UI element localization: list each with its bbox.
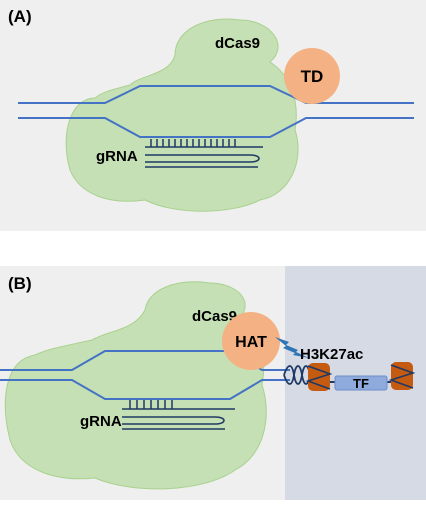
dna-bottom-strand (0, 379, 290, 400)
lightning-bolt-icon (275, 337, 309, 358)
nucleosome (305, 363, 333, 391)
dcas9-shape (65, 18, 299, 212)
hat-domain (222, 312, 280, 370)
dna-top-strand (18, 85, 414, 104)
dcas9-shape (4, 281, 267, 490)
panel-a: (A) dCas9 gRNA (0, 0, 426, 231)
dna-twist (283, 365, 311, 385)
h3k27ac-label: H3K27ac (300, 346, 363, 363)
dcas9-label: dCas9 (192, 308, 237, 325)
grna (145, 139, 263, 168)
hat-label: HAT (235, 334, 267, 351)
grna-label: gRNA (80, 413, 122, 430)
panel-b: (B) TF (0, 266, 426, 500)
td-label: TD (301, 67, 324, 86)
dna-bottom-strand (18, 117, 414, 138)
td-domain (284, 48, 340, 104)
nucleosome (388, 362, 416, 390)
dna-top-strand (0, 350, 290, 371)
tf-box (334, 375, 388, 391)
grna (122, 400, 235, 430)
dcas9-label: dCas9 (215, 35, 260, 52)
panel-a-label: (A) (8, 7, 32, 26)
grna-label: gRNA (96, 148, 138, 165)
tf-label: TF (353, 376, 369, 391)
panel-b-label: (B) (8, 274, 32, 293)
